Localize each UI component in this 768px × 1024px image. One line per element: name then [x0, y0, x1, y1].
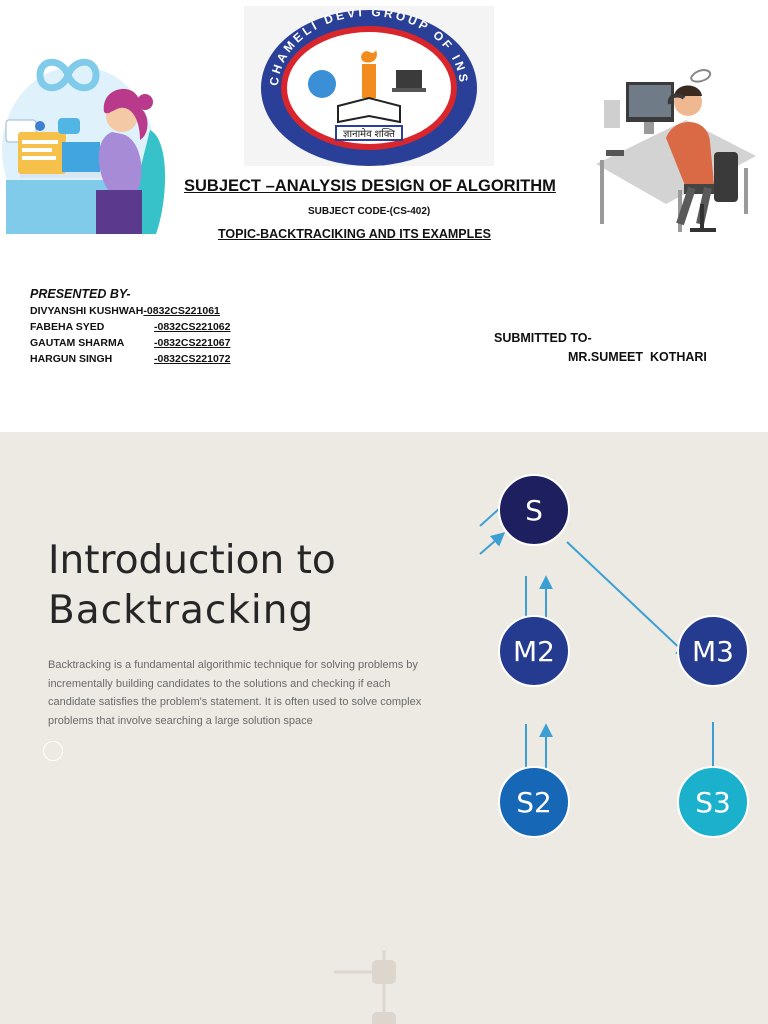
subject-code: SUBJECT CODE-(CS-402): [308, 206, 431, 217]
node-s: S: [498, 474, 570, 546]
stressed-man-at-desk-illustration: [596, 69, 756, 232]
node-m3: M3: [677, 615, 749, 687]
laptop-icon: [396, 70, 422, 88]
node-s3: S3: [677, 766, 749, 838]
slide-body-text: Backtracking is a fundamental algorithmi…: [48, 659, 422, 727]
member-row: DIVYANSHI KUSHWAH-0832CS221061: [30, 305, 220, 317]
member-row: GAUTAM SHARMA -0832CS221067: [30, 337, 230, 349]
node-label: S: [525, 494, 543, 527]
title-slide: CHAMELI DEVI GROUP OF INSTITUTIONS INDOR…: [0, 0, 768, 432]
node-label: S3: [695, 786, 731, 819]
decorative-connector-icon: [334, 950, 396, 1024]
member-roll: -0832CS221072: [154, 353, 231, 365]
member-row: FABEHA SYED -0832CS221062: [30, 321, 230, 333]
cdgi-logo: CHAMELI DEVI GROUP OF INSTITUTIONS INDOR…: [244, 6, 494, 166]
globe-icon: [308, 70, 336, 98]
edge-arrow: [479, 532, 506, 555]
slide-title-line1: Introduction to: [48, 538, 336, 583]
node-s2: S2: [498, 766, 570, 838]
member-row: HARGUN SINGH -0832CS221072: [30, 353, 230, 365]
presented-by-label: PRESENTED BY-: [30, 287, 131, 301]
woman-at-computer-illustration: [2, 58, 166, 234]
member-name: HARGUN SINGH: [30, 353, 113, 365]
edge-arrow: [479, 507, 501, 527]
member-roll: -0832CS221067: [154, 337, 231, 349]
logo-motto: ज्ञानामेव शक्ति: [343, 128, 395, 140]
introduction-slide: Introduction to Backtracking Backtrackin…: [0, 432, 768, 1024]
circle-bullet-icon: [43, 741, 63, 761]
member-name: DIVYANSHI KUSHWAH: [30, 305, 144, 317]
slide-title: Introduction to Backtracking: [48, 536, 336, 636]
edge-arrow: [566, 541, 691, 658]
torch-flame-icon: [361, 50, 377, 63]
backtracking-tree-diagram: S M2 M3 S2 S3: [479, 474, 749, 838]
submitted-to-label: SUBMITTED TO-: [494, 331, 592, 345]
topic-heading: TOPIC-BACKTRACIKING AND ITS EXAMPLES: [218, 227, 491, 241]
member-roll: -0832CS221062: [154, 321, 231, 333]
open-book-icon: [337, 96, 401, 124]
member-name: GAUTAM SHARMA: [30, 337, 125, 349]
member-roll: -0832CS221061: [143, 305, 220, 317]
node-m2: M2: [498, 615, 570, 687]
logo-abbreviation: C D G I: [351, 150, 388, 162]
member-name: FABEHA SYED: [30, 321, 105, 333]
node-label: M3: [692, 635, 734, 668]
submitted-to-name: MR.SUMEET KOTHARI: [568, 350, 707, 364]
slide-title-line2: Backtracking: [48, 588, 315, 633]
subject-heading: SUBJECT –ANALYSIS DESIGN OF ALGORITHM: [184, 177, 556, 195]
node-label: S2: [516, 786, 552, 819]
node-label: M2: [513, 635, 555, 668]
logo-city-text: INDORE: [353, 32, 385, 41]
